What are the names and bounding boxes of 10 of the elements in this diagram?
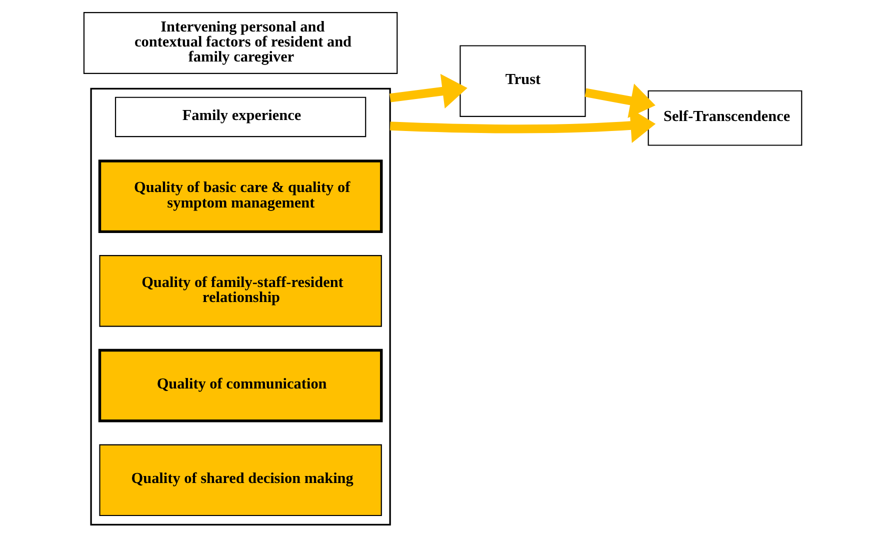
node-box: Quality of basic care & quality of symptom management bbox=[98, 160, 383, 234]
cluster bbox=[90, 88, 391, 526]
node-box: Quality of shared decision making bbox=[99, 444, 382, 516]
node-box: Family experience bbox=[114, 96, 366, 138]
node-box: Intervening personal and contextual factors of resident and family caregiver bbox=[83, 12, 398, 74]
node-box: Quality of communication bbox=[98, 348, 383, 422]
node-box: Self-Transcendence bbox=[648, 90, 802, 146]
arrow bbox=[584, 84, 656, 118]
node-box: Quality of family-staff-resident relationship bbox=[99, 255, 382, 327]
node-box: Trust bbox=[460, 45, 586, 117]
